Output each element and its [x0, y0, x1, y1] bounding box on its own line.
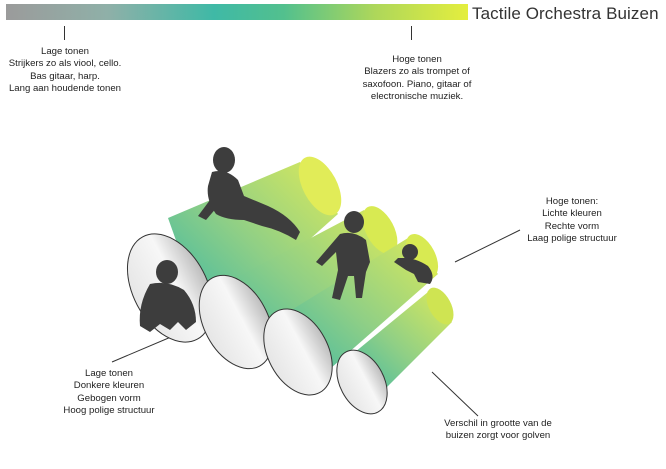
high-tones-description: Hoge tonen Blazers zo als trompet of sax… [352, 54, 482, 104]
note-line: Lang aan houdende tonen [8, 83, 122, 95]
note-line: electronische muziek. [370, 91, 464, 103]
page-title: Tactile Orchestra Buizen [472, 4, 659, 23]
child-crouching-figure [139, 260, 196, 332]
note-line: Rechte vorm [544, 220, 600, 232]
high-tones-properties: Hoge tonen: Lichte kleuren Rechte vorm L… [518, 196, 626, 246]
note-line: Verschil in grootte van de [444, 418, 552, 429]
tube-small [263, 233, 439, 396]
note-line: buizen zorgt voor golven [445, 430, 551, 442]
toddler-crawling-figure [394, 244, 433, 284]
low-marker-line [64, 26, 65, 40]
low-tones-description: Lage tonen Strijkers zo als viool, cello… [4, 46, 126, 96]
pointer-line-right [454, 229, 521, 263]
note-line: Lage tonen [84, 368, 133, 379]
adult-reclining-figure [198, 147, 300, 240]
note-line: Laag polige structuur [527, 233, 617, 245]
pointer-line-size [431, 371, 479, 417]
child-standing-figure [316, 211, 370, 300]
note-line: Donkere kleuren [73, 380, 145, 392]
note-line: Gebogen vorm [77, 392, 141, 404]
note-line: Lage tonen [40, 46, 89, 57]
note-line: Hoge tonen: [545, 196, 599, 207]
note-line: saxofoon. Piano, gitaar of [362, 78, 472, 90]
note-line: Hoge tonen [392, 54, 442, 65]
note-line: Bas gitaar, harp. [30, 70, 100, 82]
high-marker-line [411, 26, 412, 40]
note-line: Strijkers zo als viool, cello. [8, 58, 122, 70]
pointer-line-low [111, 333, 179, 363]
pitch-gradient-bar [6, 4, 468, 20]
note-line: Hoog polige structuur [63, 405, 155, 417]
tube-smallest [336, 287, 454, 415]
low-tones-properties: Lage tonen Donkere kleuren Gebogen vorm … [50, 368, 168, 418]
note-line: Blazers zo als trompet of [364, 66, 470, 78]
note-line: Lichte kleuren [542, 208, 602, 220]
tube-size-note: Verschil in grootte van de buizen zorgt … [428, 418, 568, 443]
